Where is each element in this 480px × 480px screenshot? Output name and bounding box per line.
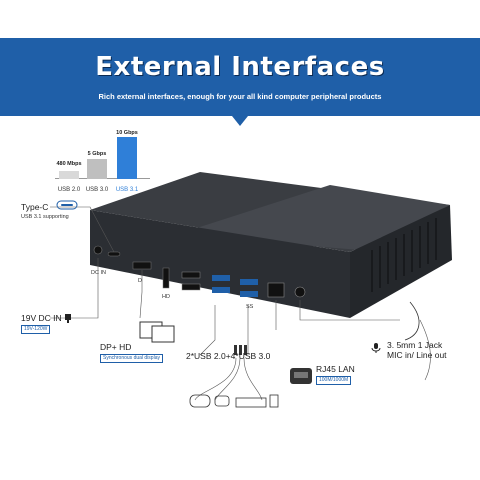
microphone-icon xyxy=(371,343,381,353)
banner-subtitle: Rich external interfaces, enough for you… xyxy=(98,92,382,101)
usb-speed-chart: 480 Mbps 5 Gbps 10 Gbps USB 2.0 USB 3.0 … xyxy=(55,130,155,195)
banner-title: External Interfaces xyxy=(95,52,385,82)
dc-in-label: 19V DC IN xyxy=(21,313,62,323)
dc-port-label: DC IN xyxy=(91,270,106,276)
bar-label-usb31: USB 3.1 xyxy=(115,187,139,193)
bar-value-usb3: 5 Gbps xyxy=(87,151,107,157)
hd-port-marker: HD xyxy=(162,294,170,300)
typec-sublabel: USB 3.1 supporting xyxy=(21,214,69,220)
dc-in-tag: 19V-120W xyxy=(21,325,51,334)
audio-jack-label: 3. 5mm 1 Jack xyxy=(387,340,443,350)
audio-jack-sublabel: MIC in/ Line out xyxy=(387,350,447,360)
power-plug-icon xyxy=(65,314,71,323)
typec-label: Type-C xyxy=(21,202,49,212)
ss-port-marker: SS xyxy=(246,304,254,310)
dp-hd-tag: Synchronous dual display xyxy=(100,354,163,363)
dp-hd-label: DP+ HD xyxy=(100,342,132,352)
header-banner xyxy=(0,38,480,116)
bar-value-usb2: 480 Mbps xyxy=(56,161,82,167)
bar-value-usb31: 10 Gbps xyxy=(116,130,138,136)
bar-usb31 xyxy=(117,137,137,179)
usb-c-icon xyxy=(56,200,78,210)
usb-ports-label: 2*USB 2.0+4*USB 3.0 xyxy=(186,351,271,361)
rj45-tag: 100M/1000M xyxy=(316,376,352,385)
rj45-label: RJ45 LAN xyxy=(316,364,355,374)
bar-label-usb2: USB 2.0 xyxy=(57,187,81,193)
bar-label-usb3: USB 3.0 xyxy=(85,187,109,193)
dp-port-marker: D xyxy=(138,278,142,284)
bar-usb3 xyxy=(87,159,107,179)
bar-usb2 xyxy=(59,171,79,179)
